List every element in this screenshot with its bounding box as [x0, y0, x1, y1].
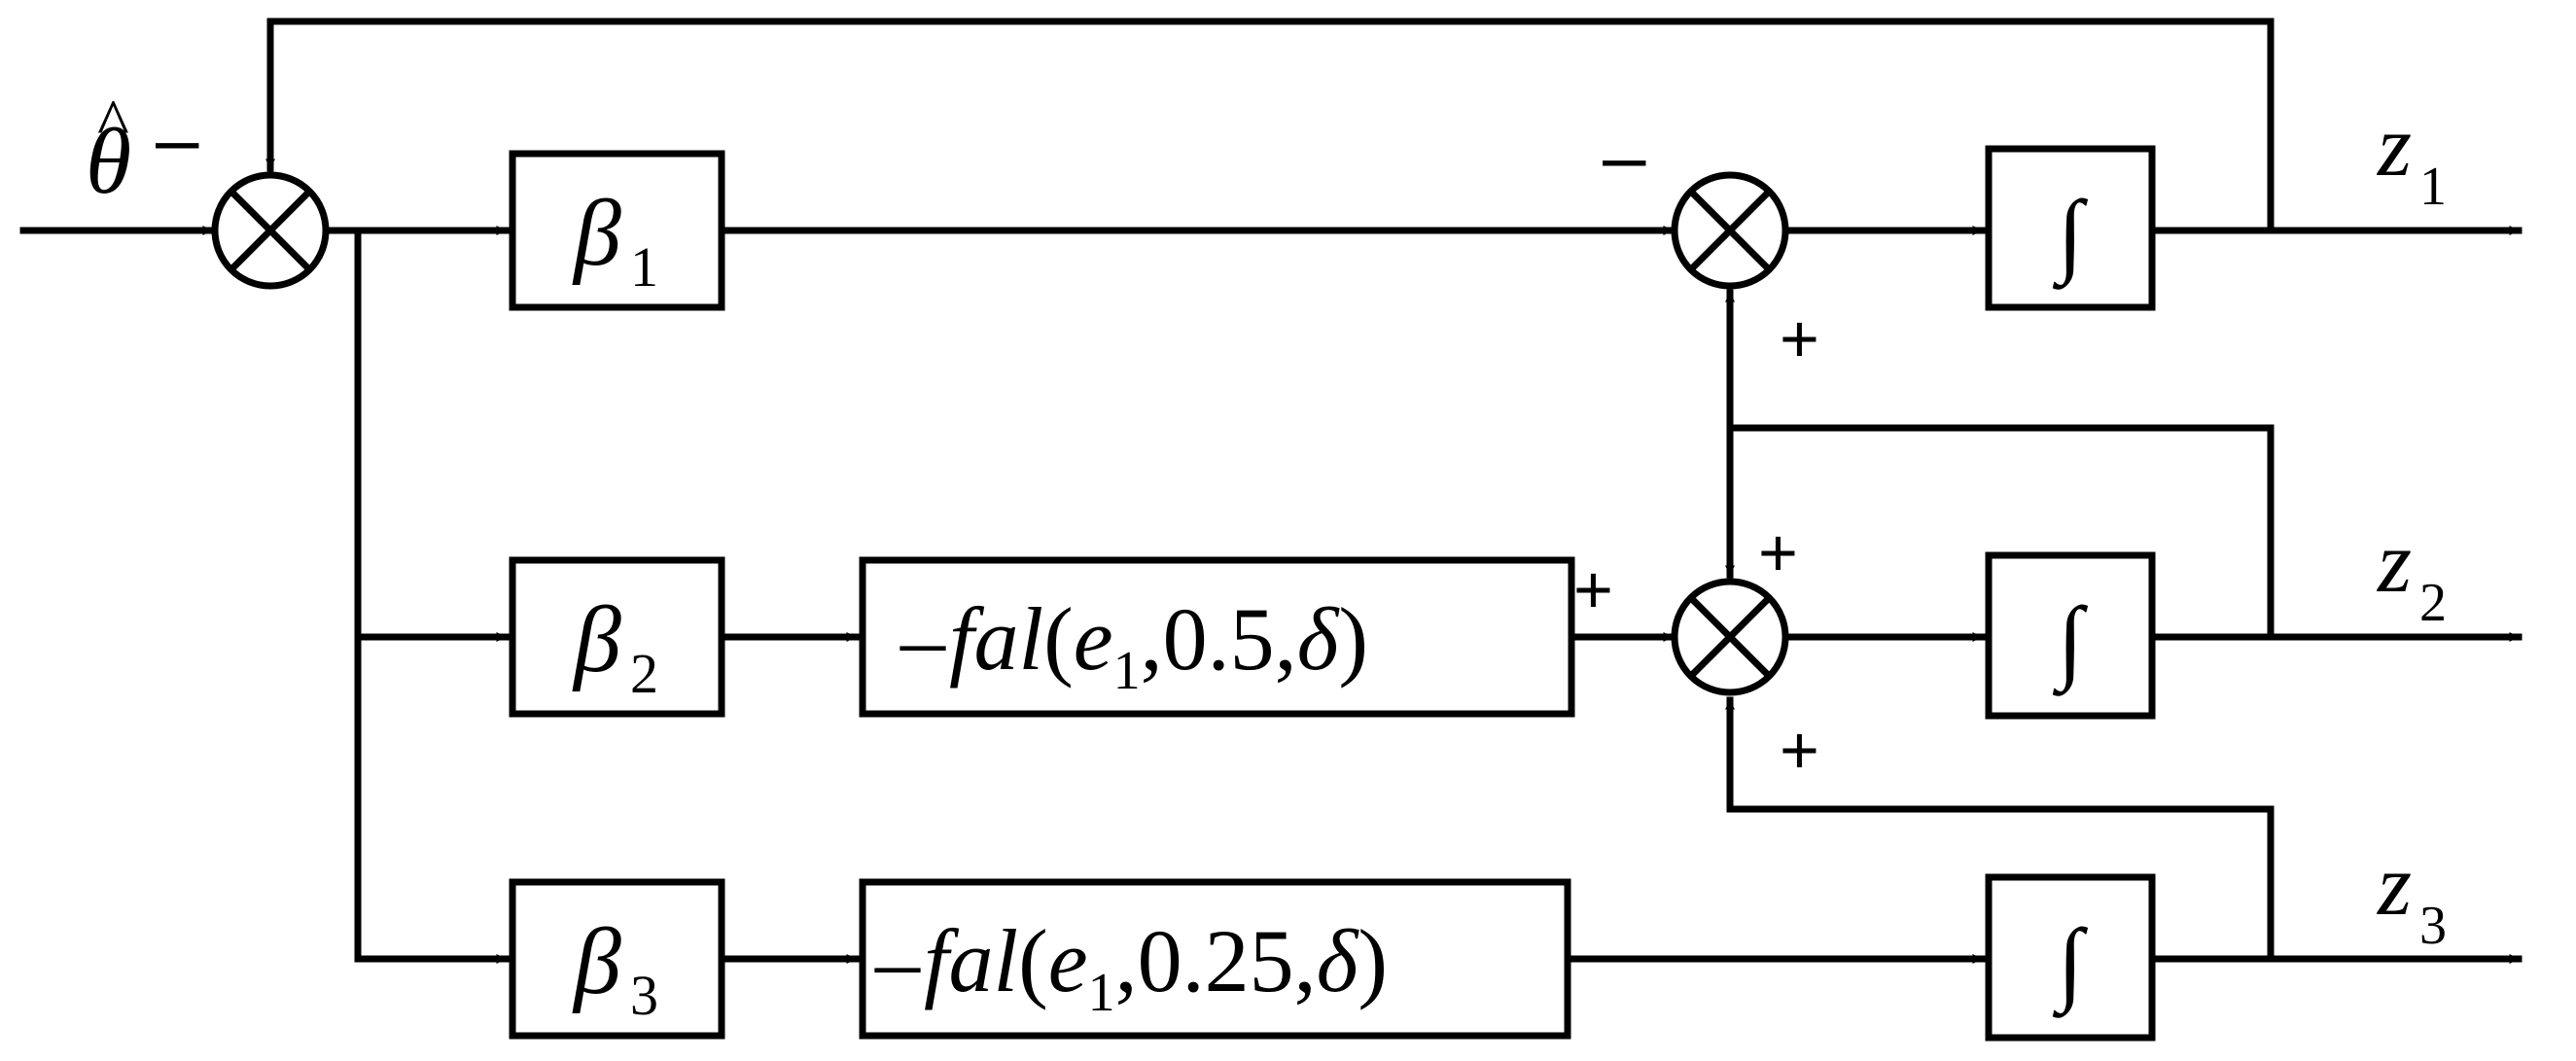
z1-subscript: 1 — [2419, 157, 2447, 217]
beta1-symbol: β — [572, 181, 621, 286]
integrator-1: ∫ — [1985, 145, 2156, 311]
z1-symbol: z — [2376, 98, 2412, 195]
beta3-symbol: β — [572, 909, 621, 1014]
gain-block-beta1: β 1 — [509, 150, 725, 311]
beta1-subscript: 1 — [630, 235, 658, 299]
z1-feedback-line — [265, 18, 2275, 234]
gain-block-beta3: β 3 — [509, 878, 725, 1040]
summing-junction-2 — [1671, 578, 1789, 696]
integrator-2-symbol: ∫ — [2052, 587, 2089, 696]
fal-block-1-expression: –fal(e1,0.5,δ) — [900, 589, 1368, 701]
fal-block-2-expression: –fal(e1,0.25,δ) — [874, 911, 1388, 1023]
sum2-left-plus-sign: + — [1573, 551, 1613, 627]
integrator-3: ∫ — [1985, 873, 2156, 1042]
summing-junction-1 — [1671, 171, 1789, 290]
input-hat: ^ — [97, 87, 129, 161]
integrator-2: ∫ — [1985, 551, 2156, 720]
sum2-top-plus-sign: + — [1758, 514, 1798, 590]
wires — [19, 18, 2523, 964]
output-z2-label: z 2 — [2376, 514, 2447, 633]
beta3-subscript: 3 — [630, 964, 658, 1027]
sum2-bottom-plus-sign: + — [1780, 712, 1819, 788]
z3-feedback-line — [1725, 696, 2275, 963]
integrator-1-symbol: ∫ — [2052, 181, 2089, 290]
output-z3-label: z 3 — [2376, 837, 2447, 956]
fal-block-2: –fal(e1,0.25,δ) — [859, 878, 1571, 1040]
z3-subscript: 3 — [2419, 896, 2447, 956]
input-label: ^ θ – — [86, 87, 199, 213]
z3-symbol: z — [2376, 837, 2412, 934]
input-minus-sign: – — [156, 95, 199, 182]
sum1-minus-sign: – — [1603, 113, 1646, 199]
fal-block-1: –fal(e1,0.5,δ) — [859, 556, 1575, 718]
sum1-plus-sign: + — [1780, 301, 1819, 376]
beta2-symbol: β — [572, 587, 621, 692]
input-theta: θ — [86, 109, 131, 213]
z2-symbol: z — [2376, 514, 2412, 611]
z2-subscript: 2 — [2419, 573, 2447, 633]
output-z1-label: z 1 — [2376, 98, 2447, 217]
z2-feedback-line — [1726, 424, 2275, 641]
gain-block-beta2: β 2 — [509, 556, 725, 718]
integrator-3-symbol: ∫ — [2052, 909, 2089, 1018]
beta2-subscript: 2 — [630, 642, 658, 705]
input-summing-junction — [211, 171, 330, 290]
